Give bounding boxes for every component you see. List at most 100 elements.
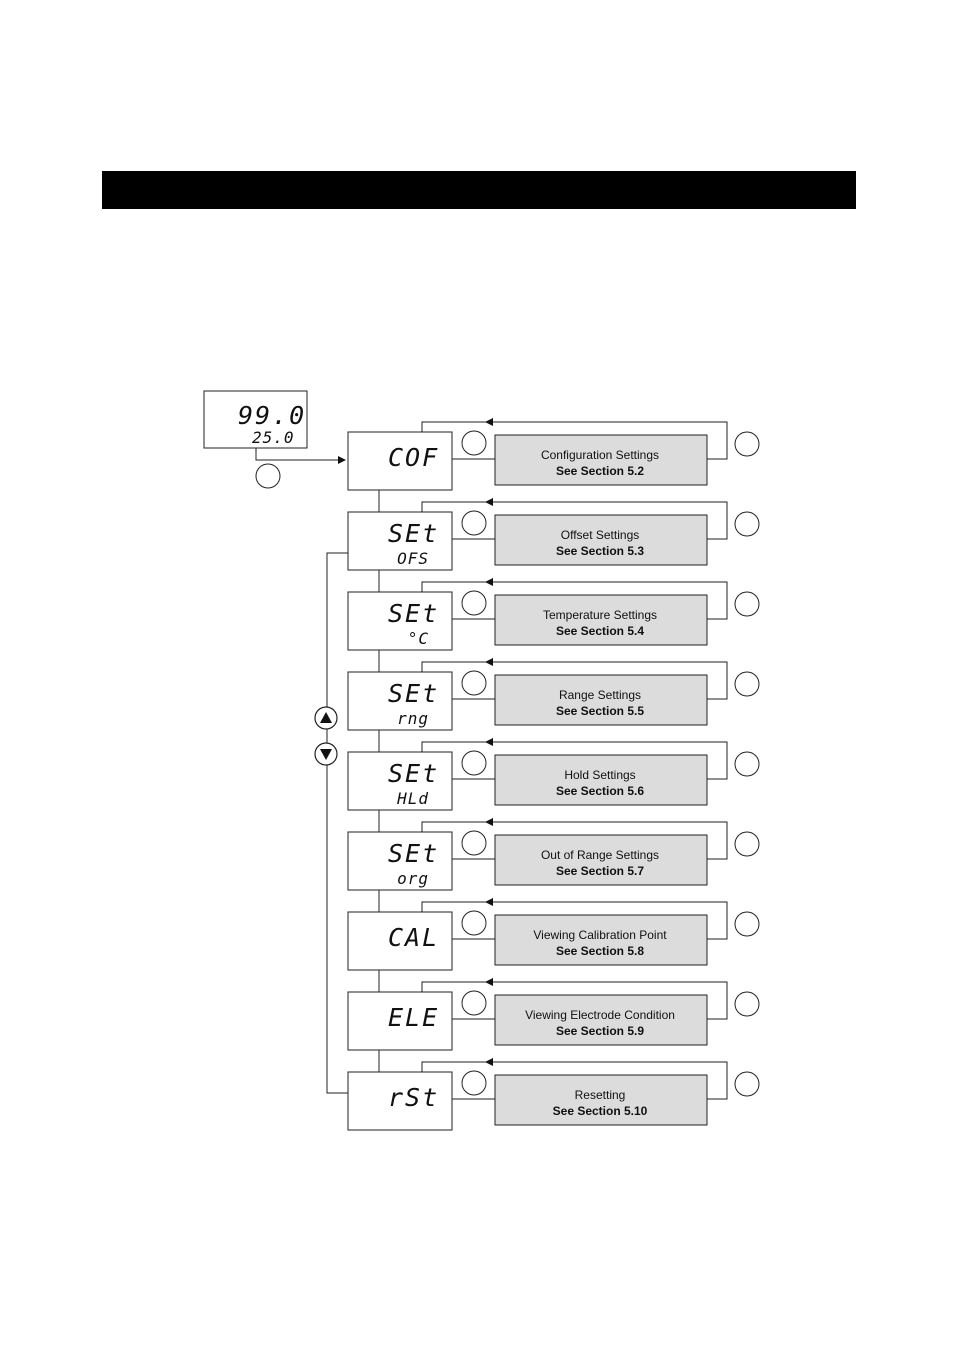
key-marker-circle — [461, 1070, 487, 1096]
lcd-display-top: rSt — [388, 1083, 439, 1112]
key-marker-circle — [734, 1071, 760, 1097]
main-display: 99.0 25.0 — [203, 390, 308, 449]
return-loop-arrow — [485, 818, 728, 860]
return-loop-line — [421, 501, 486, 512]
return-loop-arrow — [485, 498, 728, 540]
setting-box — [494, 674, 708, 726]
setting-box — [494, 914, 708, 966]
key-marker-circle — [461, 590, 487, 616]
key-marker-circle — [734, 511, 760, 537]
lcd-display-top: ELE — [388, 1003, 439, 1032]
setting-box — [494, 754, 708, 806]
lcd-display-top: SEt — [388, 839, 439, 868]
return-loop-arrow — [485, 418, 728, 460]
lcd-display — [347, 591, 453, 651]
key-marker-circle — [461, 750, 487, 776]
lcd-display — [347, 431, 453, 491]
return-loop-line — [421, 741, 486, 752]
lcd-display-top: SEt — [388, 679, 439, 708]
lcd-display-bottom: OFS — [397, 549, 429, 568]
lcd-display-top: SEt — [388, 759, 439, 788]
return-loop-line — [421, 981, 486, 992]
setting-box — [494, 1074, 708, 1126]
setting-box — [494, 594, 708, 646]
key-marker-circle — [461, 990, 487, 1016]
return-loop-line — [421, 661, 486, 672]
setting-section-ref: See Section 5.9 — [556, 1024, 644, 1038]
lcd-display — [347, 831, 453, 891]
setting-section-ref: See Section 5.6 — [556, 784, 644, 798]
setting-title: Viewing Electrode Condition — [525, 1008, 675, 1022]
lcd-display — [347, 511, 453, 571]
lcd-display — [347, 911, 453, 971]
setting-section-ref: See Section 5.10 — [553, 1104, 648, 1118]
setting-box — [494, 434, 708, 486]
setting-section-ref: See Section 5.3 — [556, 544, 644, 558]
key-marker-circle — [734, 671, 760, 697]
setting-title: Configuration Settings — [541, 448, 659, 462]
lcd-display-bottom: rng — [397, 709, 429, 728]
return-loop-arrow — [485, 1058, 728, 1100]
key-marker-circle — [734, 831, 760, 857]
setting-section-ref: See Section 5.2 — [556, 464, 644, 478]
setting-title: Resetting — [575, 1088, 626, 1102]
key-marker-circle — [255, 463, 281, 489]
lcd-display — [347, 671, 453, 731]
setting-section-ref: See Section 5.5 — [556, 704, 644, 718]
down-arrow-icon — [314, 742, 338, 766]
setting-section-ref: See Section 5.7 — [556, 864, 644, 878]
setting-title: Hold Settings — [564, 768, 635, 782]
setting-title: Range Settings — [559, 688, 641, 702]
lcd-display-top: COF — [388, 443, 439, 472]
return-loop-arrow — [485, 578, 728, 620]
key-marker-circle — [734, 591, 760, 617]
return-loop-arrow — [485, 898, 728, 940]
lcd-display-bottom: °C — [408, 629, 429, 648]
key-marker-circle — [734, 911, 760, 937]
return-loop-arrow — [485, 738, 728, 780]
main-display-primary: 99.0 — [238, 401, 306, 430]
lcd-display-top: CAL — [388, 923, 439, 952]
setting-section-ref: See Section 5.8 — [556, 944, 644, 958]
navigation-loop-line — [326, 552, 348, 1094]
lcd-display-bottom: org — [397, 869, 429, 888]
return-loop-arrow — [485, 978, 728, 1020]
setting-section-ref: See Section 5.4 — [556, 624, 644, 638]
up-arrow-icon — [314, 706, 338, 730]
lcd-display-bottom: HLd — [396, 789, 429, 808]
lcd-display — [347, 991, 453, 1051]
return-loop-line — [421, 1061, 486, 1072]
setting-title: Offset Settings — [561, 528, 640, 542]
key-marker-circle — [461, 670, 487, 696]
return-loop-line — [421, 901, 486, 912]
lcd-display-top: SEt — [388, 599, 439, 628]
setting-title: Temperature Settings — [543, 608, 657, 622]
key-marker-circle — [734, 991, 760, 1017]
setting-box — [494, 514, 708, 566]
return-loop-line — [421, 421, 486, 432]
lcd-display — [347, 1071, 453, 1131]
connector-arrow — [255, 448, 346, 464]
key-marker-circle — [461, 510, 487, 536]
setting-box — [494, 834, 708, 886]
key-marker-circle — [461, 430, 487, 456]
key-marker-circle — [734, 751, 760, 777]
return-loop-line — [421, 821, 486, 832]
key-marker-circle — [461, 830, 487, 856]
return-loop-arrow — [485, 658, 728, 700]
key-marker-circle — [461, 910, 487, 936]
lcd-display — [347, 751, 453, 811]
return-loop-line — [421, 581, 486, 592]
setting-title: Out of Range Settings — [541, 848, 659, 862]
section-header-bar — [102, 171, 856, 209]
setting-title: Viewing Calibration Point — [533, 928, 667, 942]
